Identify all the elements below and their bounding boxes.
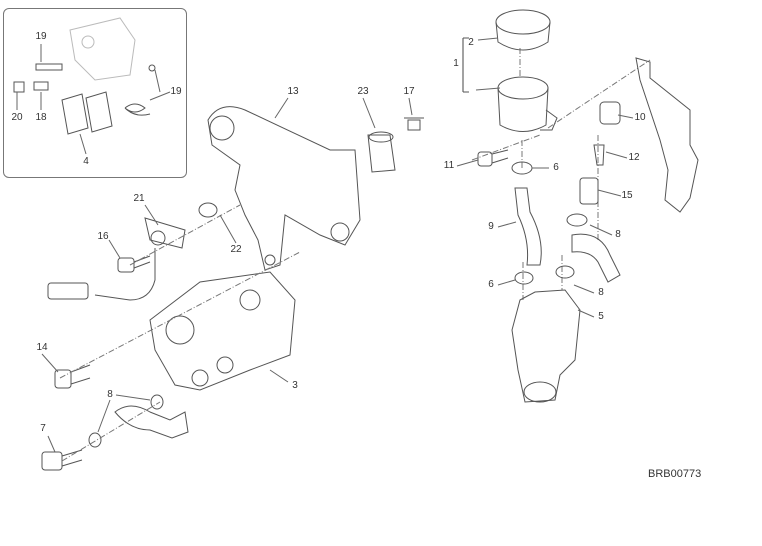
callout-19: 19 [170, 86, 182, 97]
callout-17: 17 [403, 86, 415, 97]
callout-11: 11 [443, 160, 455, 171]
callout-10: 10 [634, 112, 646, 123]
callout-14: 14 [36, 342, 48, 353]
callout-9: 9 [488, 221, 494, 232]
reservoir-cap-illustration [495, 9, 551, 35]
callout-23: 23 [357, 86, 369, 97]
callout-7: 7 [40, 423, 46, 434]
mounting-bracket-illustration [635, 57, 699, 213]
callout-8: 8 [615, 229, 621, 240]
brake-pads-illustration [61, 91, 113, 135]
callout-22: 22 [230, 244, 242, 255]
callout-4: 4 [83, 156, 89, 167]
callout-19: 19 [35, 31, 47, 42]
caliper-bracket-illustration [207, 106, 361, 271]
callout-8: 8 [107, 389, 113, 400]
diagram-code: BRB00773 [648, 468, 702, 480]
callout-12: 12 [628, 152, 640, 163]
spring-clip-illustration [124, 103, 151, 116]
callout-8: 8 [598, 287, 604, 298]
inset-caliper-sketch [69, 17, 136, 81]
callout-3: 3 [292, 380, 298, 391]
detail-inset-box [3, 8, 187, 178]
callout-21: 21 [133, 193, 145, 204]
callout-1: 1 [453, 58, 459, 69]
callout-13: 13 [287, 86, 299, 97]
callout-20: 20 [11, 112, 23, 123]
callout-18: 18 [35, 112, 47, 123]
callout-6: 6 [553, 162, 559, 173]
callout-6: 6 [488, 279, 494, 290]
callout-15: 15 [621, 190, 633, 201]
callout-2: 2 [468, 37, 474, 48]
pin-illustration [13, 63, 63, 93]
brake-caliper-illustration [149, 271, 296, 391]
callout-5: 5 [598, 311, 604, 322]
master-cylinder-illustration [511, 289, 581, 403]
hose-illustration [514, 187, 542, 266]
callout-16: 16 [97, 231, 109, 242]
